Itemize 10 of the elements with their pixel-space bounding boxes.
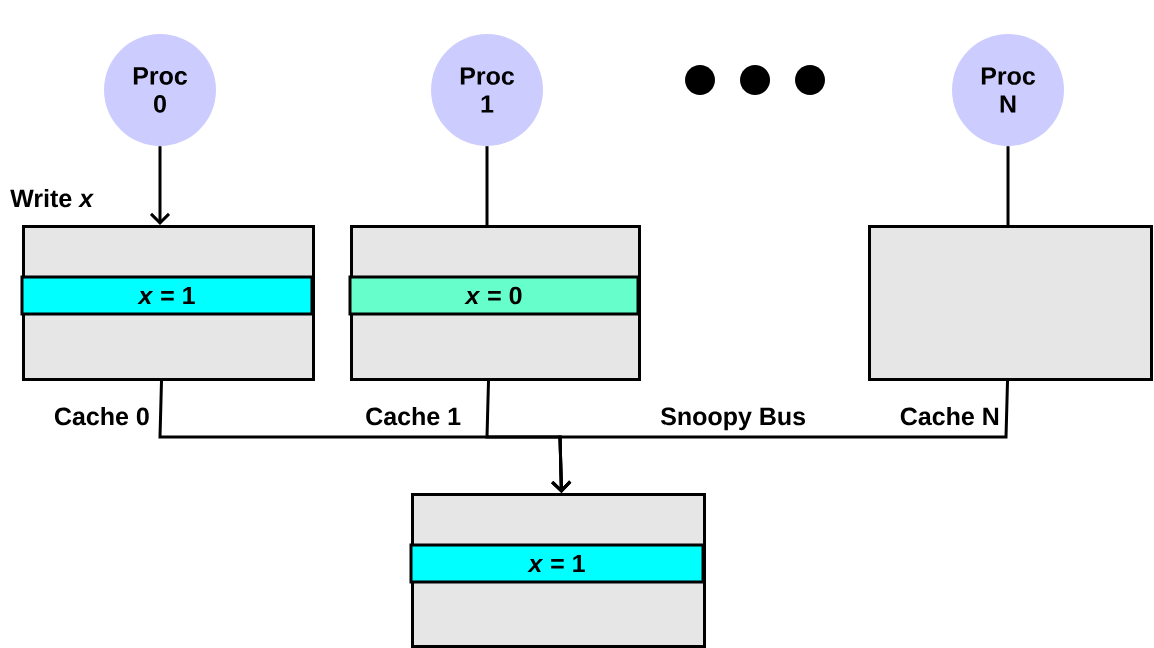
connector-arrow: [551, 380, 1009, 493]
cache-line-band: x = 0: [348, 275, 640, 316]
connector-arrow: [149, 146, 171, 225]
cache-label: Cache 1: [366, 406, 461, 426]
cache-line-band: x = 1: [20, 275, 314, 316]
bus-label: Snoopy Bus: [660, 407, 805, 431]
edge-label: Write x: [10, 188, 94, 208]
cache-line-band: x = 1: [409, 543, 705, 584]
cache-label: Cache N: [900, 406, 999, 426]
cache-label: Cache 0: [54, 406, 149, 426]
